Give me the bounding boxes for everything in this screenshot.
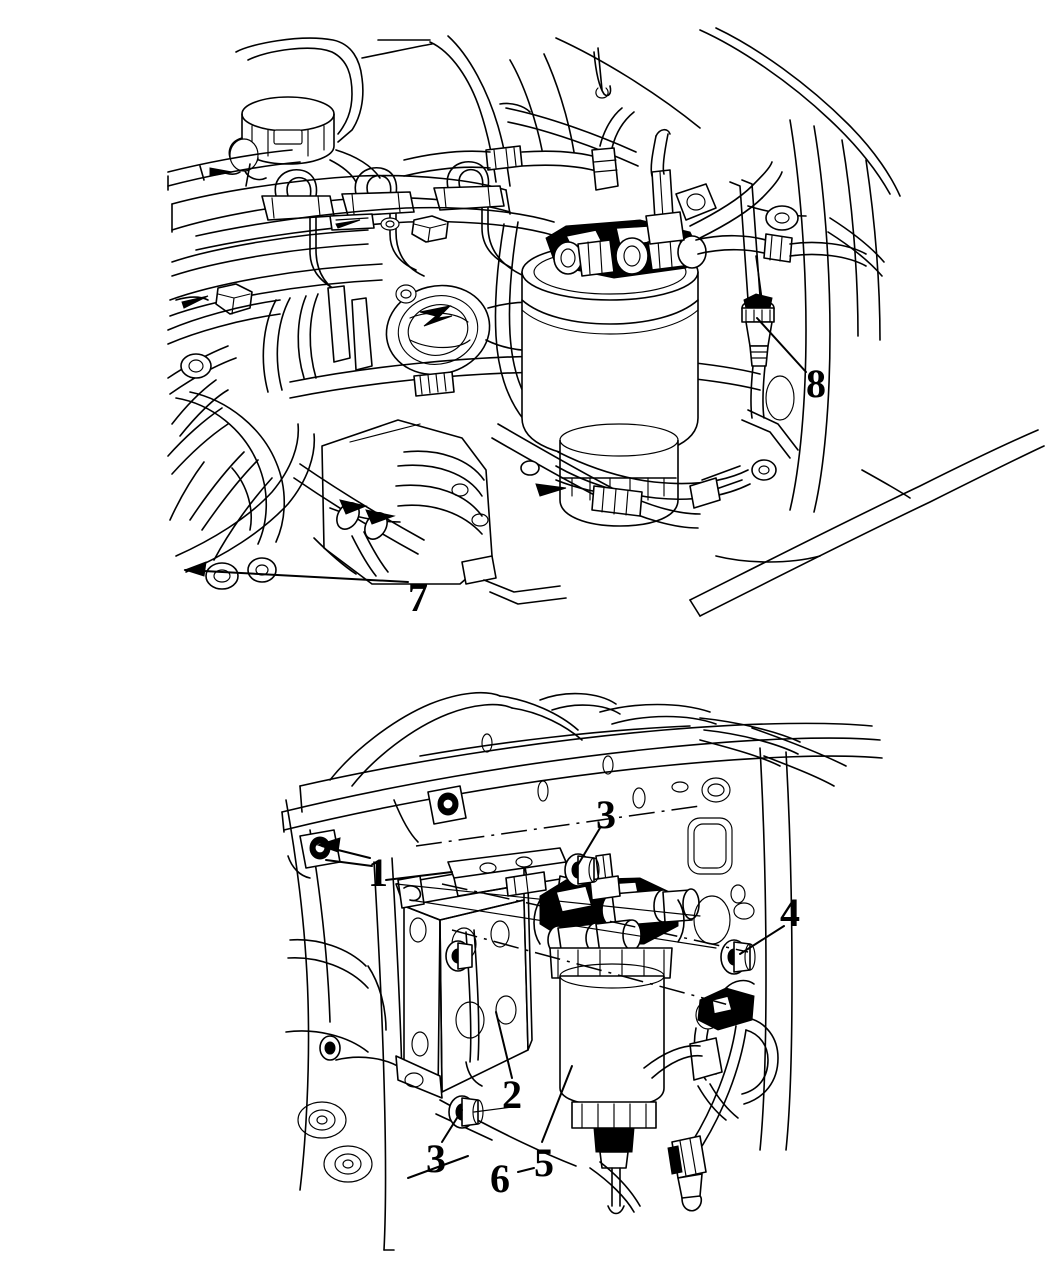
lower-view-artwork: 1 3 4 2 3 5 6 [281, 691, 883, 1251]
assembly-axis-upper [441, 883, 749, 953]
filter-wiring-connector [643, 979, 779, 1212]
leader-3-upper [575, 827, 601, 869]
leader-7 [184, 569, 409, 583]
assembly-axis-lower [451, 929, 741, 1009]
bracket-attach-points [287, 785, 467, 879]
callout-label-8: 8 [806, 361, 826, 406]
assembly-axis-top [415, 805, 701, 847]
callout-label-3-lower: 3 [426, 1136, 446, 1181]
leader-4 [739, 925, 785, 955]
callout-8-part [741, 293, 775, 419]
leader-1b [325, 859, 373, 867]
callout-label-4: 4 [780, 890, 800, 935]
leader-6 [517, 1167, 535, 1173]
leader-1c [385, 871, 453, 881]
nut-left-lower [319, 1035, 341, 1061]
callout-label-3-upper: 3 [596, 792, 616, 837]
callout-label-2: 2 [502, 1072, 522, 1117]
nut-3-mid [445, 940, 473, 972]
leader-5 [541, 1065, 573, 1143]
leader-7-arrow [183, 561, 207, 577]
upper-view-artwork: 7 8 [167, 27, 1045, 620]
leader-3-lower [441, 1109, 463, 1143]
callout-label-5: 5 [534, 1140, 554, 1185]
fuel-filter-assembly [533, 853, 700, 1215]
callout-label-7: 7 [408, 575, 428, 620]
leader-1a-arrow [316, 837, 341, 853]
nut-3-upper [564, 853, 600, 887]
mounting-bracket [395, 847, 585, 1099]
upper-view-callouts: 7 8 [183, 317, 826, 620]
leader-3-lower-tail [407, 1155, 469, 1179]
callout-label-1: 1 [368, 850, 388, 895]
nut-4-part [720, 939, 756, 975]
leader-8 [756, 317, 807, 373]
leader-2 [495, 1011, 513, 1079]
washer-4-part [693, 884, 746, 945]
callout-label-6: 6 [490, 1156, 510, 1201]
lower-view-callouts: 1 3 4 2 3 5 6 [316, 792, 800, 1201]
